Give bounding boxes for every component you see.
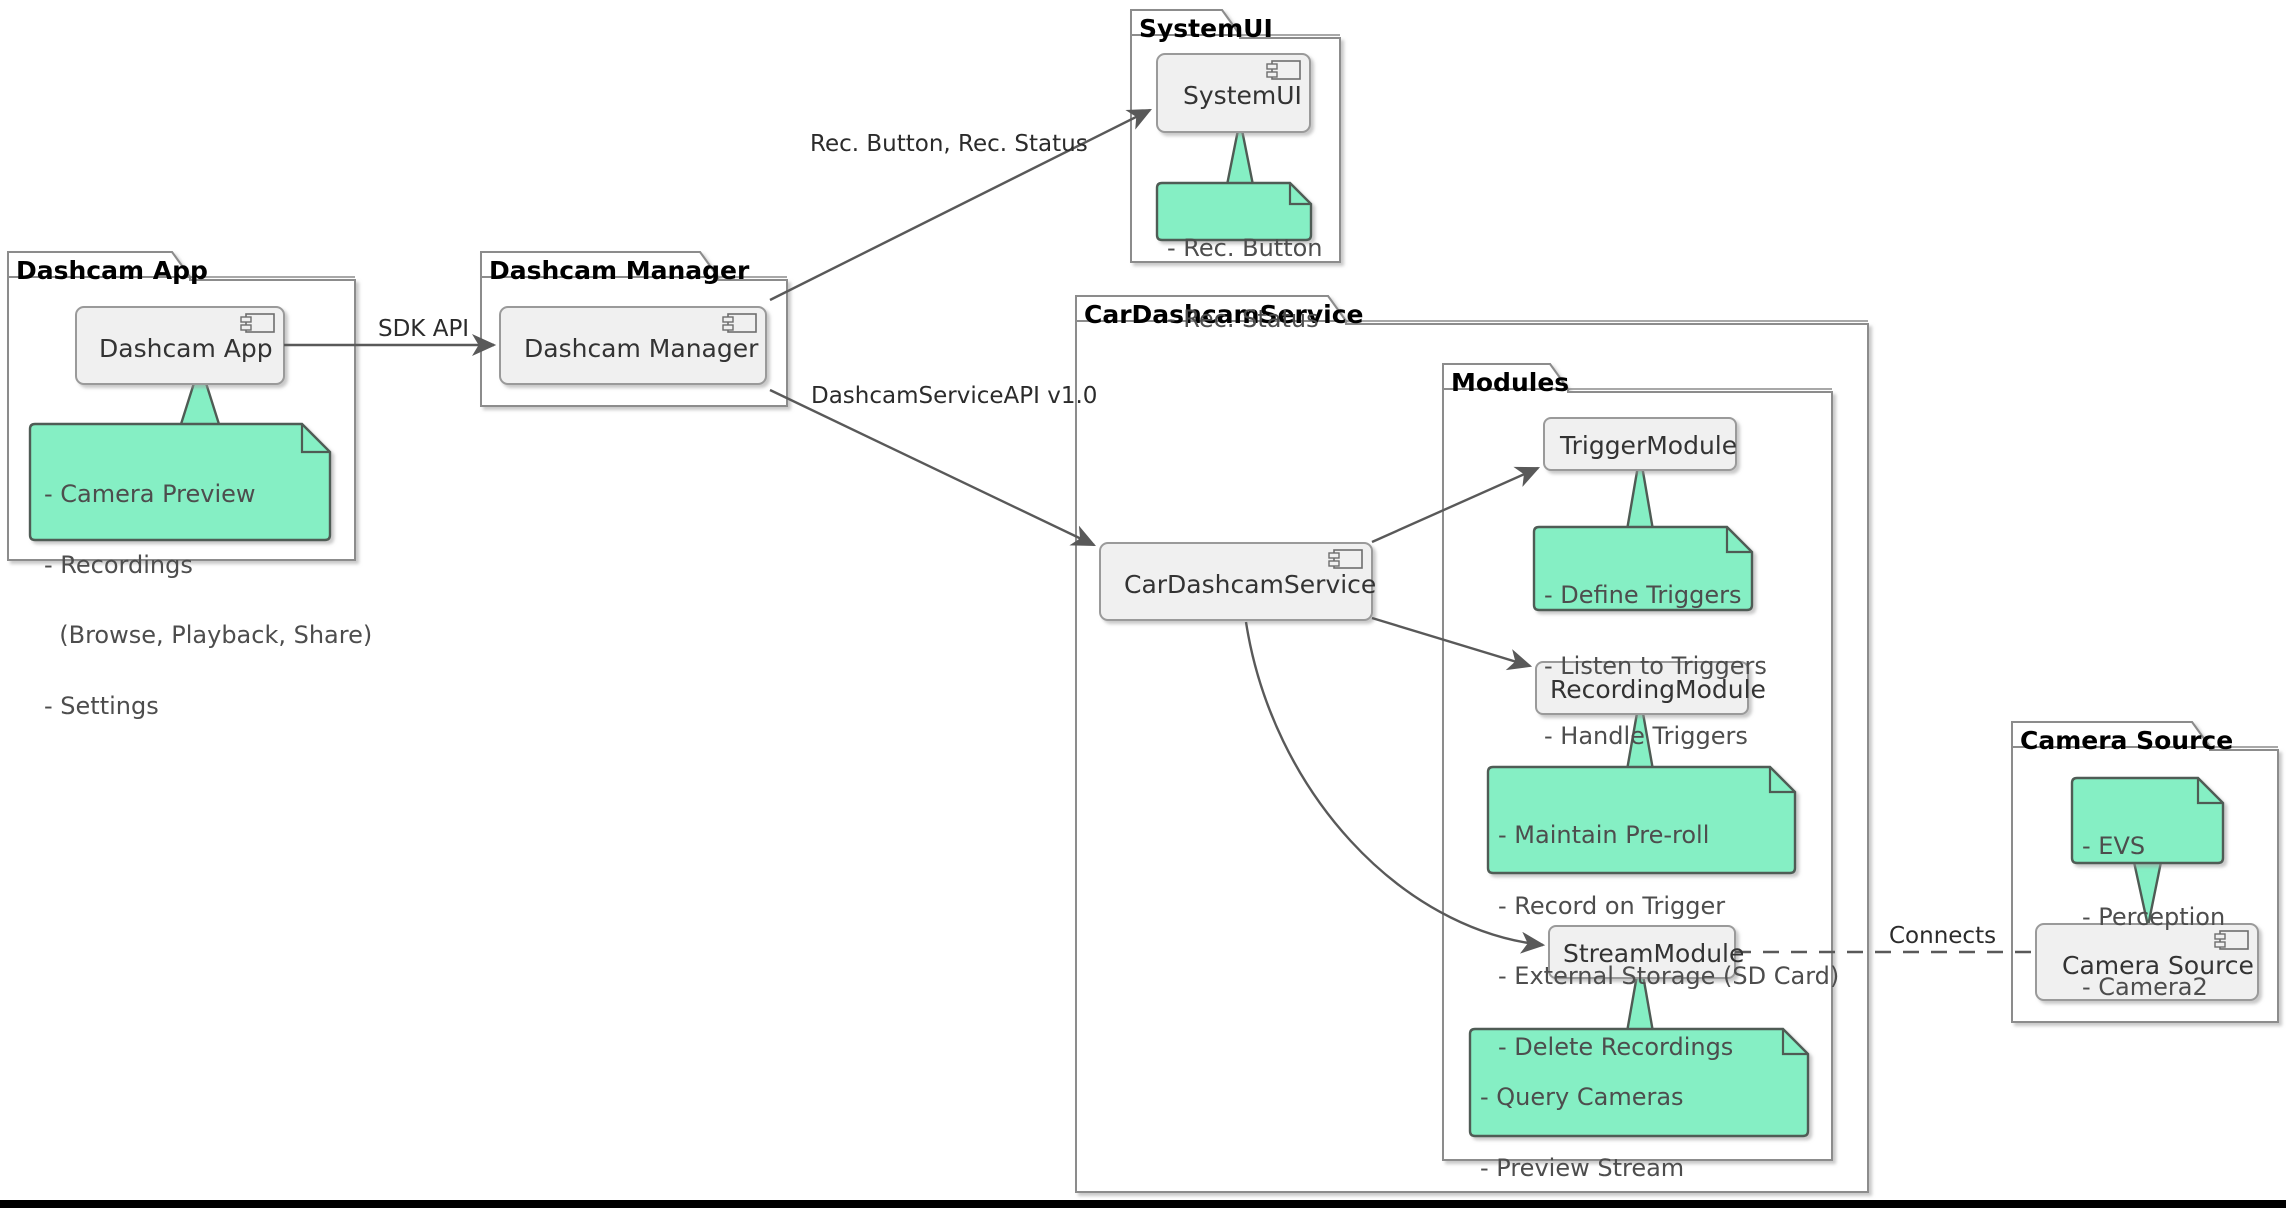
component-label-systemui: SystemUI xyxy=(1183,81,1302,110)
bottom-bar xyxy=(0,1200,2286,1208)
package-title-dashcam-app: Dashcam App xyxy=(16,256,208,285)
note-box-streammodule xyxy=(1468,1027,1810,1138)
edge-to-triggermodule xyxy=(1371,466,1541,544)
uml-component-icon xyxy=(722,313,757,333)
edge-label-connects: Connects xyxy=(1889,923,1997,949)
component-label-camera-source: Camera Source xyxy=(2062,951,2254,980)
package-title-cardashcamservice: CarDashcamService xyxy=(1084,300,1364,329)
note-line: - Record on Trigger xyxy=(1498,891,1726,920)
note-line: - Camera Preview xyxy=(44,480,256,508)
package-title-dashcam-manager: Dashcam Manager xyxy=(489,256,750,285)
component-label-cardashcamservice: CarDashcamService xyxy=(1124,570,1377,599)
edge-dashcamserviceapi xyxy=(769,388,1096,547)
component-label-dashcam-app: Dashcam App xyxy=(99,334,273,363)
package-title-modules: Modules xyxy=(1451,368,1570,397)
note-line: - Rec. Status xyxy=(1167,304,1319,333)
note-line: (Browse, Playback, Share) xyxy=(44,621,373,649)
edge-label-sdk-api: SDK API xyxy=(378,316,470,342)
edge-to-recordingmodule xyxy=(1371,616,1533,671)
component-label-triggermodule: TriggerModule xyxy=(1560,431,1738,460)
component-box-camera-source[interactable] xyxy=(2035,923,2259,1001)
note-text-systemui: - Rec. Button - Rec. Status xyxy=(1167,190,1323,378)
edge-label-dashcamserviceapi: DashcamServiceAPI v1.0 xyxy=(811,383,1098,409)
edge-label-rec-button-status: Rec. Button, Rec. Status xyxy=(810,131,1088,157)
note-line: - External Storage (SD Card) xyxy=(1498,962,1840,990)
component-box-systemui[interactable] xyxy=(1156,53,1311,133)
component-label-streammodule: StreamModule xyxy=(1563,939,1745,968)
note-line: - Delete Recordings xyxy=(1498,1032,1734,1061)
component-box-triggermodule[interactable] xyxy=(1543,417,1737,471)
note-text-dashcam-app: - Camera Preview - Recordings (Browse, P… xyxy=(44,436,372,765)
component-label-dashcam-manager: Dashcam Manager xyxy=(524,334,759,363)
note-line: - Handle Triggers xyxy=(1544,722,1748,750)
note-line: - Recordings xyxy=(44,550,193,579)
note-box-systemui xyxy=(1155,181,1313,242)
note-line: - Camera2 xyxy=(2082,973,2208,1001)
note-line: - Settings xyxy=(44,691,159,720)
note-line: - Maintain Pre-roll xyxy=(1498,821,1710,849)
component-box-dashcam-manager[interactable] xyxy=(499,306,767,385)
uml-component-icon xyxy=(1328,549,1363,569)
package-title-camera-source: Camera Source xyxy=(2020,726,2234,755)
component-box-recordingmodule[interactable] xyxy=(1535,661,1749,715)
note-line: - Define Triggers xyxy=(1544,581,1742,609)
note-line: - Perception xyxy=(2082,902,2226,931)
note-box-triggermodule xyxy=(1532,525,1754,612)
note-text-streammodule: - Query Cameras - Preview Stream - Snaps… xyxy=(1480,1039,1863,1208)
note-box-dashcam-app xyxy=(28,422,332,542)
note-line: - Listen to Triggers xyxy=(1544,651,1767,680)
note-text-camera-source: - EVS - Perception - Camera2 xyxy=(2082,788,2225,1047)
component-box-dashcam-app[interactable] xyxy=(75,306,285,385)
note-box-camera-source xyxy=(2070,776,2225,865)
note-line: - EVS xyxy=(2082,832,2146,860)
edge-rec-button-status xyxy=(769,108,1152,302)
note-text-recordingmodule: - Maintain Pre-roll - Record on Trigger … xyxy=(1498,777,1839,1106)
note-text-triggermodule: - Define Triggers - Listen to Triggers -… xyxy=(1544,537,1767,796)
note-line: - Rec. Button xyxy=(1167,234,1323,262)
note-line: - Preview Stream xyxy=(1480,1153,1685,1182)
note-box-recordingmodule xyxy=(1486,765,1797,875)
package-title-systemui: SystemUI xyxy=(1139,14,1273,43)
edge-to-streammodule xyxy=(1244,621,1546,954)
uml-component-icon xyxy=(1266,60,1301,80)
uml-component-icon xyxy=(240,313,275,333)
note-line: - Query Cameras xyxy=(1480,1083,1684,1111)
component-label-recordingmodule: RecordingModule xyxy=(1550,675,1766,704)
uml-component-icon xyxy=(2214,930,2249,950)
component-box-cardashcamservice[interactable] xyxy=(1099,542,1373,621)
